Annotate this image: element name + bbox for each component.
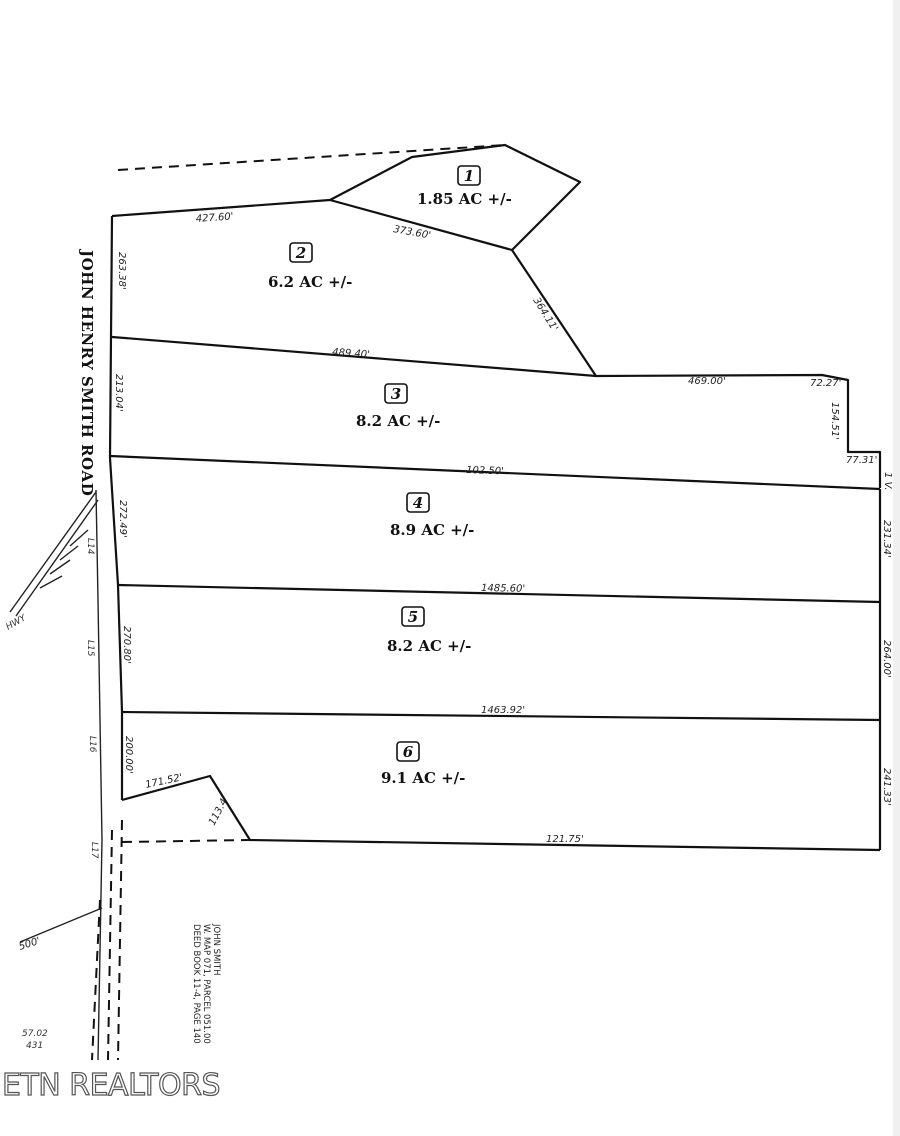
lot-4-number: 4 xyxy=(413,494,423,512)
dim-241: 241.33' xyxy=(881,768,892,806)
road-east-dashed-2 xyxy=(107,829,113,1061)
dim-270: 270.80' xyxy=(121,626,132,664)
dim-500: 500' xyxy=(18,936,42,953)
dim-200: 200.00' xyxy=(123,736,134,774)
lot-5-area: 8.2 AC +/- xyxy=(387,637,471,655)
dim-one-v: 1 V. xyxy=(882,472,893,490)
dim-1485: 1485.60' xyxy=(481,583,525,595)
road-east-dashed xyxy=(117,819,123,1061)
owner-note-line-3: DEED BOOK 11-4, PAGE 140 xyxy=(191,924,201,1044)
lot-5-6-line xyxy=(121,710,881,722)
lot-3-label: 3 8.2 AC +/- xyxy=(356,383,440,430)
dim-263: 263.38' xyxy=(116,252,127,290)
dim-272: 272.49' xyxy=(117,500,128,538)
owner-note-line-1: JOHN SMITH xyxy=(211,923,221,975)
dim-213: 213.04' xyxy=(113,374,124,412)
lot-4-label: 4 8.9 AC +/- xyxy=(390,492,474,539)
lot-3-number: 3 xyxy=(391,385,401,403)
lot-4-area: 8.9 AC +/- xyxy=(390,521,474,539)
lot-2-label: 2 6.2 AC +/- xyxy=(268,242,352,291)
dim-121: 121.75' xyxy=(546,834,584,845)
lot-6-label: 6 9.1 AC +/- xyxy=(381,741,465,787)
dim-72: 72.27' xyxy=(810,378,841,389)
lot-1-boundary xyxy=(328,143,582,252)
watermark-logo: ETN REALTORS xyxy=(1,1067,221,1103)
road-edge-lower xyxy=(108,457,124,800)
road-west-dashed xyxy=(91,899,101,1061)
lot-6-area: 9.1 AC +/- xyxy=(381,769,465,787)
line-l14: L14 xyxy=(85,538,95,555)
lot-2-north-line xyxy=(111,198,331,218)
lot-6-cutout xyxy=(121,774,881,852)
lot-5-number: 5 xyxy=(408,608,418,626)
bottom-value-1: 57.02 xyxy=(22,1029,48,1039)
lot-6-number: 6 xyxy=(403,743,414,761)
owner-note-line-2: W. MAP 071, PARCEL 051.00 xyxy=(201,924,211,1044)
dim-264: 264.00' xyxy=(881,640,892,678)
road-centerline xyxy=(95,489,103,1061)
dim-489: 489.40' xyxy=(332,347,370,361)
lot-5-label: 5 8.2 AC +/- xyxy=(387,606,471,655)
lot-6-dashed-south xyxy=(121,839,251,843)
lot-2-area: 6.2 AC +/- xyxy=(268,273,352,291)
lot-1-label: 1 1.85 AC +/- xyxy=(417,165,512,208)
lot-3-4-line xyxy=(109,454,881,491)
dim-113: 113.4' xyxy=(207,795,231,828)
lot-1-area: 1.85 AC +/- xyxy=(417,190,512,208)
road-label: JOHN HENRY SMITH ROAD xyxy=(78,248,96,496)
lot-1-number: 1 xyxy=(464,167,474,185)
dim-77: 77.31' xyxy=(846,455,877,466)
dim-427: 427.60' xyxy=(195,211,233,225)
west-tie-line xyxy=(19,907,103,943)
owner-note: JOHN SMITH W. MAP 071, PARCEL 051.00 DEE… xyxy=(191,923,221,1044)
lot-2-number: 2 xyxy=(295,244,306,262)
dim-1463: 1463.92' xyxy=(481,705,525,716)
highway-hatch xyxy=(9,491,99,617)
north-dashed-boundary xyxy=(117,144,506,171)
dim-154: 154.51' xyxy=(829,402,840,440)
scrollbar[interactable] xyxy=(893,0,900,1136)
lot-4-5-line xyxy=(117,583,881,604)
line-l15: L15 xyxy=(85,640,95,657)
lot-2-east-line xyxy=(511,249,597,377)
lot-2-3-line xyxy=(111,335,882,488)
dim-102: 102.50' xyxy=(466,465,504,477)
bottom-value-2: 431 xyxy=(26,1041,43,1051)
lot-3-area: 8.2 AC +/- xyxy=(356,412,440,430)
line-l17: L17 xyxy=(89,842,99,859)
road-west-lot-line xyxy=(108,215,114,459)
dim-469: 469.00' xyxy=(688,376,726,387)
dim-231: 231.34' xyxy=(881,520,892,558)
line-l16: L16 xyxy=(87,736,97,753)
